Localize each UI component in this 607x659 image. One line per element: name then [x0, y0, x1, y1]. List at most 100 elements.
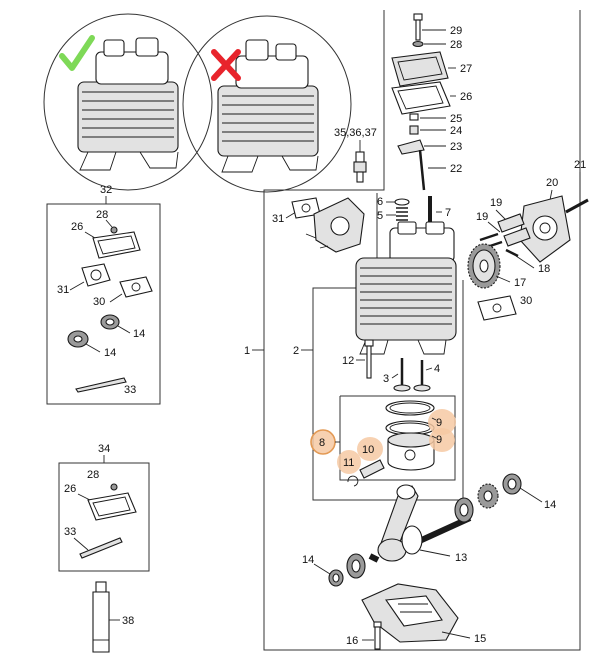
correct-assembly-view: [43, 13, 213, 191]
label-9-a: 9: [436, 417, 442, 429]
crankcase-screw-icon: [373, 621, 382, 628]
label-1: 1: [244, 345, 250, 357]
kit34-seal-icon: [110, 483, 118, 491]
kit34-label-33: 33: [64, 526, 76, 538]
label-11: 11: [343, 457, 354, 469]
label-5: 5: [377, 210, 383, 222]
label-8: 8: [319, 437, 325, 449]
label-6: 6: [377, 196, 383, 208]
label-35-37: 35,36,37: [334, 127, 377, 139]
kit32-title: 32: [100, 184, 112, 196]
kit34-tool-icon: [79, 537, 123, 559]
kit32-seal-ring-b-icon: [67, 330, 89, 348]
timing-gear-icon: [467, 243, 501, 289]
kit32-gasket-30-icon: [119, 276, 153, 298]
crank-seal-left-icon: [328, 569, 344, 587]
kit32-label-14b: 14: [104, 347, 116, 359]
kit32-label-31: 31: [57, 284, 69, 296]
frame-assembly-1: [263, 10, 581, 651]
spark-plug: 35,36,37: [334, 127, 377, 183]
label-20: 20: [546, 177, 558, 189]
timing-gear-group: 21 20 19 19 18 17 30: [467, 159, 589, 321]
crankcase-group: 15 16: [346, 583, 486, 650]
kit32-seal-ring-a-icon: [100, 314, 120, 330]
kit32-seal-icon: [110, 226, 118, 234]
cylinder-bolt-group: 12: [342, 339, 374, 379]
label-16: 16: [346, 635, 358, 647]
piston-icon: [387, 439, 435, 471]
piston-kit: 9 9 10 11 8: [310, 400, 456, 487]
crank-bearing-right-icon: [454, 497, 474, 523]
snap-ring-icon: [347, 475, 359, 487]
cylinder-icon: [355, 221, 457, 355]
kit32-label-14a: 14: [133, 328, 145, 340]
intake-valve-icon: [393, 384, 411, 392]
frame-piston-kit: [339, 395, 456, 481]
crank-gear-icon: [477, 483, 499, 509]
label-31: 31: [272, 213, 284, 225]
crank-seal-right-icon: [502, 473, 522, 495]
cylinder-incorrect-icon: [217, 39, 319, 173]
label-38: 38: [122, 615, 134, 627]
kit32-gasket-31-icon: [81, 263, 111, 287]
piston-ring-a-icon: [385, 400, 435, 416]
label-24: 24: [450, 125, 462, 137]
rocker-lever-a-icon: [497, 213, 525, 233]
label-14-left: 14: [302, 554, 314, 566]
valves-group: 3 4: [383, 358, 440, 392]
nut-icon: [409, 113, 419, 121]
label-17: 17: [514, 277, 526, 289]
cylinder-correct-icon: [77, 37, 179, 171]
label-25: 25: [450, 113, 462, 125]
label-2: 2: [293, 345, 299, 357]
kit32-label-30: 30: [93, 296, 105, 308]
label-14-right: 14: [544, 499, 556, 511]
crank-web-icon: [401, 525, 423, 555]
label-18: 18: [538, 263, 550, 275]
exhaust-valve-icon: [413, 384, 431, 392]
cylinder-bolt-icon: [364, 339, 374, 347]
highlight-10: [357, 437, 383, 461]
kit-34: 34 28 26 33: [58, 443, 150, 572]
label-28: 28: [450, 39, 462, 51]
kit32-label-26: 26: [71, 221, 83, 233]
label-13: 13: [455, 552, 467, 564]
push-rod-icon: [418, 149, 426, 191]
checkmark-icon: [59, 35, 95, 71]
gasket-30-icon: [477, 295, 517, 321]
kit32-gasket-icon: [92, 231, 141, 259]
highlight-9-a: [428, 409, 456, 435]
label-22: 22: [450, 163, 462, 175]
highlight-8: [311, 430, 335, 454]
valve-spring-icon: [396, 207, 408, 221]
label-21: 21: [574, 159, 586, 171]
intake-flange-group: 31: [272, 197, 365, 253]
spring-retainer-icon: [394, 198, 410, 206]
gear-shaft-icon: [505, 248, 519, 258]
kit34-title: 34: [98, 443, 110, 455]
crankshaft-group: 13 14 14: [302, 473, 556, 587]
cover-seal-icon: [412, 40, 424, 48]
kit32-tool-icon: [75, 377, 127, 393]
kit34-label-28: 28: [87, 469, 99, 481]
cover-bolt-icon: [565, 198, 589, 214]
label-29: 29: [450, 25, 462, 37]
label-30: 30: [520, 295, 532, 307]
kit34-gasket-icon: [87, 492, 137, 521]
label-9-b: 9: [436, 434, 442, 446]
label-27: 27: [460, 63, 472, 75]
label-19-a: 19: [490, 197, 502, 209]
grease-tube: 38: [92, 581, 134, 653]
label-3: 3: [383, 373, 389, 385]
piston-pin-icon: [359, 459, 385, 479]
highlight-9-b: [429, 428, 455, 452]
label-23: 23: [450, 141, 462, 153]
label-26: 26: [460, 91, 472, 103]
label-12: 12: [342, 355, 354, 367]
cover-screw-icon: [413, 13, 423, 21]
kit32-label-28: 28: [96, 209, 108, 221]
valve-spring-group: 6 5 7: [377, 196, 451, 226]
rocker-arm-icon: [397, 139, 425, 155]
label-10: 10: [362, 444, 374, 456]
